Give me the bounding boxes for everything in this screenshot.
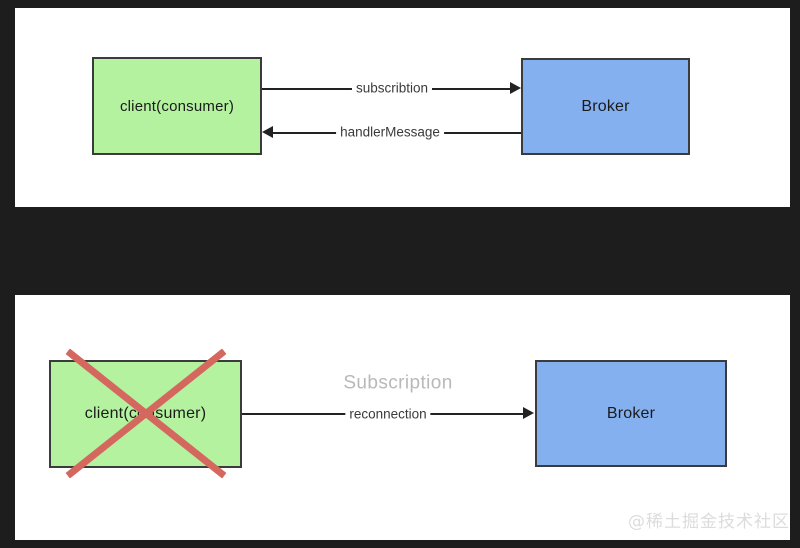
edge-label-reconnection: reconnection [345, 407, 431, 421]
arrow-left-icon [262, 126, 273, 138]
edge-label-subscribtion: subscribtion [351, 81, 433, 95]
watermark-text: @稀土掘金技术社区 [628, 512, 790, 532]
node-label: Broker [581, 97, 630, 115]
annotation-subscription-muted: Subscription [343, 372, 453, 394]
diagram-panel-top: client(consumer) Broker subscribtion han… [15, 8, 790, 207]
arrow-right-icon [510, 82, 521, 94]
edge-label-handlermessage: handlerMessage [336, 125, 444, 139]
node-label: Broker [606, 404, 656, 422]
node-broker-bottom: Broker [535, 360, 727, 467]
diagram-panel-bottom: client(consumer) Broker Subscription rec… [15, 295, 790, 540]
node-client-consumer-top: client(consumer) [92, 57, 262, 155]
node-label: client(consumer) [119, 97, 235, 115]
arrow-right-icon [523, 407, 534, 419]
node-broker-top: Broker [521, 58, 690, 155]
